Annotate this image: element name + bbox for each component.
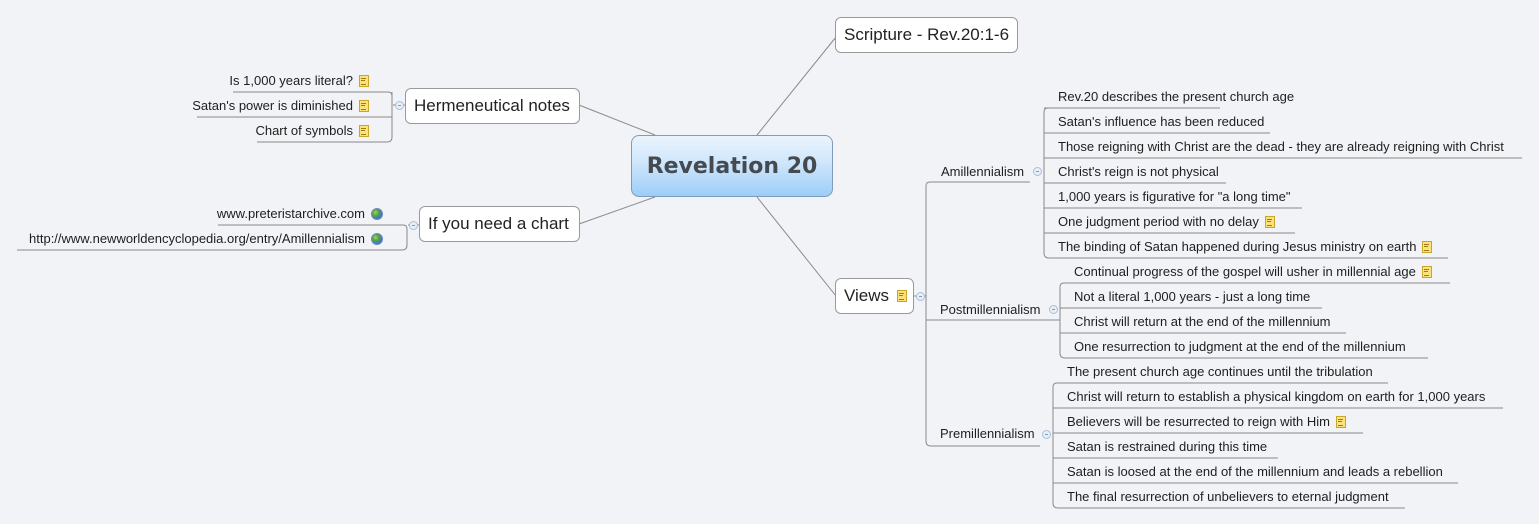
note-icon[interactable] [359, 75, 369, 87]
topic-scripture[interactable]: Scripture - Rev.20:1-6 [835, 17, 1019, 53]
subtopic-item[interactable]: Christ will return to establish a physic… [1054, 386, 1485, 408]
subtopic-label: Satan's influence has been reduced [1058, 114, 1265, 129]
subtopic-item[interactable]: The final resurrection of unbelievers to… [1054, 486, 1389, 508]
branch-premillennialism[interactable]: Premillennialism [940, 426, 1035, 441]
link-label[interactable]: www.preteristarchive.com [216, 206, 365, 221]
subtopic-label: Satan's power is diminished [192, 98, 353, 113]
branch-label: Postmillennialism [940, 302, 1041, 317]
collapse-toggle-chart[interactable] [409, 221, 418, 230]
subtopic-item[interactable]: Not a literal 1,000 years - just a long … [1061, 286, 1310, 308]
note-icon[interactable] [359, 125, 369, 137]
subtopic-item[interactable]: Satan is loosed at the end of the millen… [1054, 461, 1443, 483]
subtopic-item[interactable]: Christ will return at the end of the mil… [1061, 311, 1331, 333]
topic-views-label: Views [844, 286, 890, 305]
subtopic-label: Christ will return at the end of the mil… [1074, 314, 1331, 329]
link-item[interactable]: http://www.newworldencyclopedia.org/entr… [29, 228, 396, 250]
subtopic-label: Christ's reign is not physical [1058, 164, 1219, 179]
branch-postmillennialism[interactable]: Postmillennialism [940, 302, 1040, 317]
topic-if-you-need-a-chart[interactable]: If you need a chart [419, 206, 580, 242]
subtopic-label: The present church age continues until t… [1067, 364, 1373, 379]
topic-views[interactable]: Views [835, 278, 914, 314]
branch-amillennialism[interactable]: Amillennialism [941, 164, 1024, 179]
topic-hermeneutical-notes[interactable]: Hermeneutical notes [405, 88, 580, 124]
subtopic-label: One judgment period with no delay [1058, 214, 1259, 229]
subtopic-label: Is 1,000 years literal? [229, 73, 353, 88]
topic-chart-label: If you need a chart [428, 214, 569, 233]
link-item[interactable]: www.preteristarchive.com [217, 203, 396, 225]
note-icon[interactable] [1264, 216, 1275, 228]
note-icon[interactable] [1421, 266, 1432, 278]
subtopic-label: Christ will return to establish a physic… [1067, 389, 1486, 404]
collapse-toggle-hermeneutical[interactable] [395, 101, 404, 110]
collapse-toggle-postmillennialism[interactable] [1049, 305, 1058, 314]
subtopic-label: Satan is restrained during this time [1067, 439, 1268, 454]
subtopic-item[interactable]: Believers will be resurrected to reign w… [1054, 411, 1346, 433]
subtopic-label: The final resurrection of unbelievers to… [1067, 489, 1389, 504]
collapse-toggle-premillennialism[interactable] [1042, 430, 1051, 439]
subtopic-item[interactable]: Satan is restrained during this time [1054, 436, 1267, 458]
subtopic-label: One resurrection to judgment at the end … [1074, 339, 1406, 354]
topic-scripture-label: Scripture - Rev.20:1-6 [844, 25, 1010, 44]
link-label[interactable]: http://www.newworldencyclopedia.org/entr… [29, 231, 365, 246]
collapse-toggle-views[interactable] [916, 292, 925, 301]
branch-label: Premillennialism [940, 426, 1035, 441]
globe-icon[interactable] [371, 208, 383, 220]
subtopic-label: Rev.20 describes the present church age [1058, 89, 1295, 104]
subtopic-item[interactable]: The present church age continues until t… [1054, 361, 1373, 383]
subtopic-item[interactable]: Chart of symbols [255, 120, 382, 142]
subtopic-label: Believers will be resurrected to reign w… [1067, 414, 1330, 429]
subtopic-label: Those reigning with Christ are the dead … [1058, 139, 1504, 154]
subtopic-label: Continual progress of the gospel will us… [1074, 264, 1416, 279]
subtopic-item[interactable]: Continual progress of the gospel will us… [1061, 261, 1432, 283]
subtopic-item[interactable]: The binding of Satan happened during Jes… [1045, 236, 1433, 258]
subtopic-item[interactable]: One resurrection to judgment at the end … [1061, 336, 1406, 358]
subtopic-label: Chart of symbols [255, 123, 353, 138]
note-icon[interactable] [1422, 241, 1433, 253]
subtopic-item[interactable]: One judgment period with no delay [1045, 211, 1275, 233]
subtopic-label: The binding of Satan happened during Jes… [1058, 239, 1417, 254]
subtopic-label: 1,000 years is figurative for "a long ti… [1058, 189, 1291, 204]
note-icon[interactable] [1335, 416, 1346, 428]
subtopic-label: Not a literal 1,000 years - just a long … [1074, 289, 1311, 304]
subtopic-item[interactable]: Those reigning with Christ are the dead … [1045, 136, 1504, 158]
note-icon[interactable] [897, 290, 908, 302]
note-icon[interactable] [359, 100, 369, 112]
subtopic-item[interactable]: Is 1,000 years literal? [229, 70, 382, 92]
subtopic-label: Satan is loosed at the end of the millen… [1067, 464, 1443, 479]
topic-hermeneutical-label: Hermeneutical notes [414, 96, 570, 115]
globe-icon[interactable] [371, 233, 383, 245]
collapse-toggle-amillennialism[interactable] [1033, 167, 1042, 176]
subtopic-item[interactable]: Satan's influence has been reduced [1045, 111, 1264, 133]
branch-label: Amillennialism [941, 164, 1025, 179]
central-topic-label: Revelation 20 [646, 153, 818, 179]
subtopic-item[interactable]: Satan's power is diminished [192, 95, 382, 117]
subtopic-item[interactable]: 1,000 years is figurative for "a long ti… [1045, 186, 1291, 208]
subtopic-item[interactable]: Rev.20 describes the present church age [1045, 86, 1294, 108]
subtopic-item[interactable]: Christ's reign is not physical [1045, 161, 1219, 183]
central-topic[interactable]: Revelation 20 [631, 135, 833, 197]
